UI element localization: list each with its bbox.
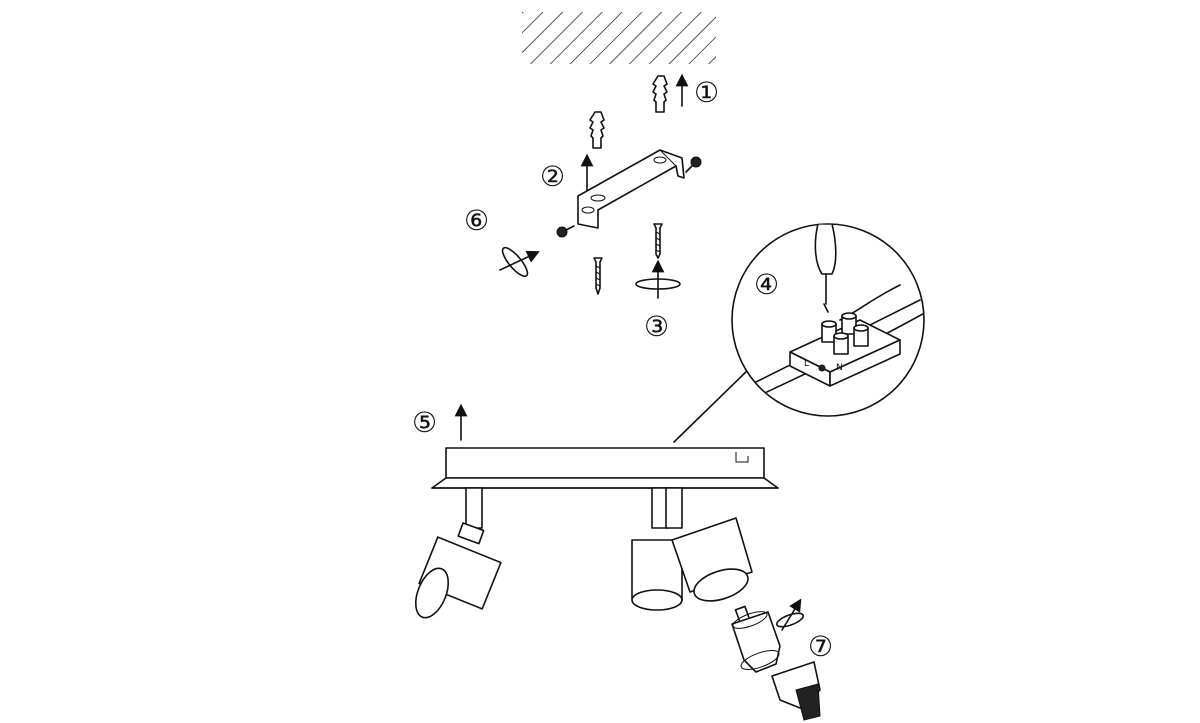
terminal-label-n: N — [836, 363, 843, 373]
spotlight-center — [631, 487, 683, 611]
step-label-7: ⑦ — [808, 630, 833, 663]
wiring-detail-callout: L N — [673, 223, 925, 443]
wood-screw-left — [593, 257, 603, 295]
wood-screw-right — [653, 223, 663, 259]
spotlight-right — [665, 487, 753, 602]
bracket-screw-right — [685, 156, 702, 173]
step-label-1: ① — [694, 76, 719, 109]
terminal-block: L N — [789, 312, 901, 387]
screwdriver — [814, 224, 837, 313]
wall-plug-1 — [652, 75, 668, 113]
ceiling-plate — [431, 447, 779, 489]
wall-plug-2 — [589, 111, 605, 149]
step-label-2: ② — [540, 160, 565, 193]
rotation-arrow-step-3 — [635, 259, 681, 299]
step-label-3: ③ — [644, 310, 669, 343]
spotlight-left — [414, 487, 502, 619]
terminal-label-l: L — [804, 359, 809, 369]
rotation-arrow-step-7 — [775, 598, 805, 631]
step-label-6: ⑥ — [464, 204, 489, 237]
gu10-bulb — [731, 605, 821, 721]
mounting-bracket — [577, 149, 685, 229]
bracket-screw-left — [556, 225, 575, 238]
ceiling — [522, 12, 716, 64]
step-label-5: ⑤ — [412, 406, 437, 439]
rotation-arrow-step-6 — [499, 246, 540, 278]
step-label-4: ④ — [754, 268, 779, 301]
